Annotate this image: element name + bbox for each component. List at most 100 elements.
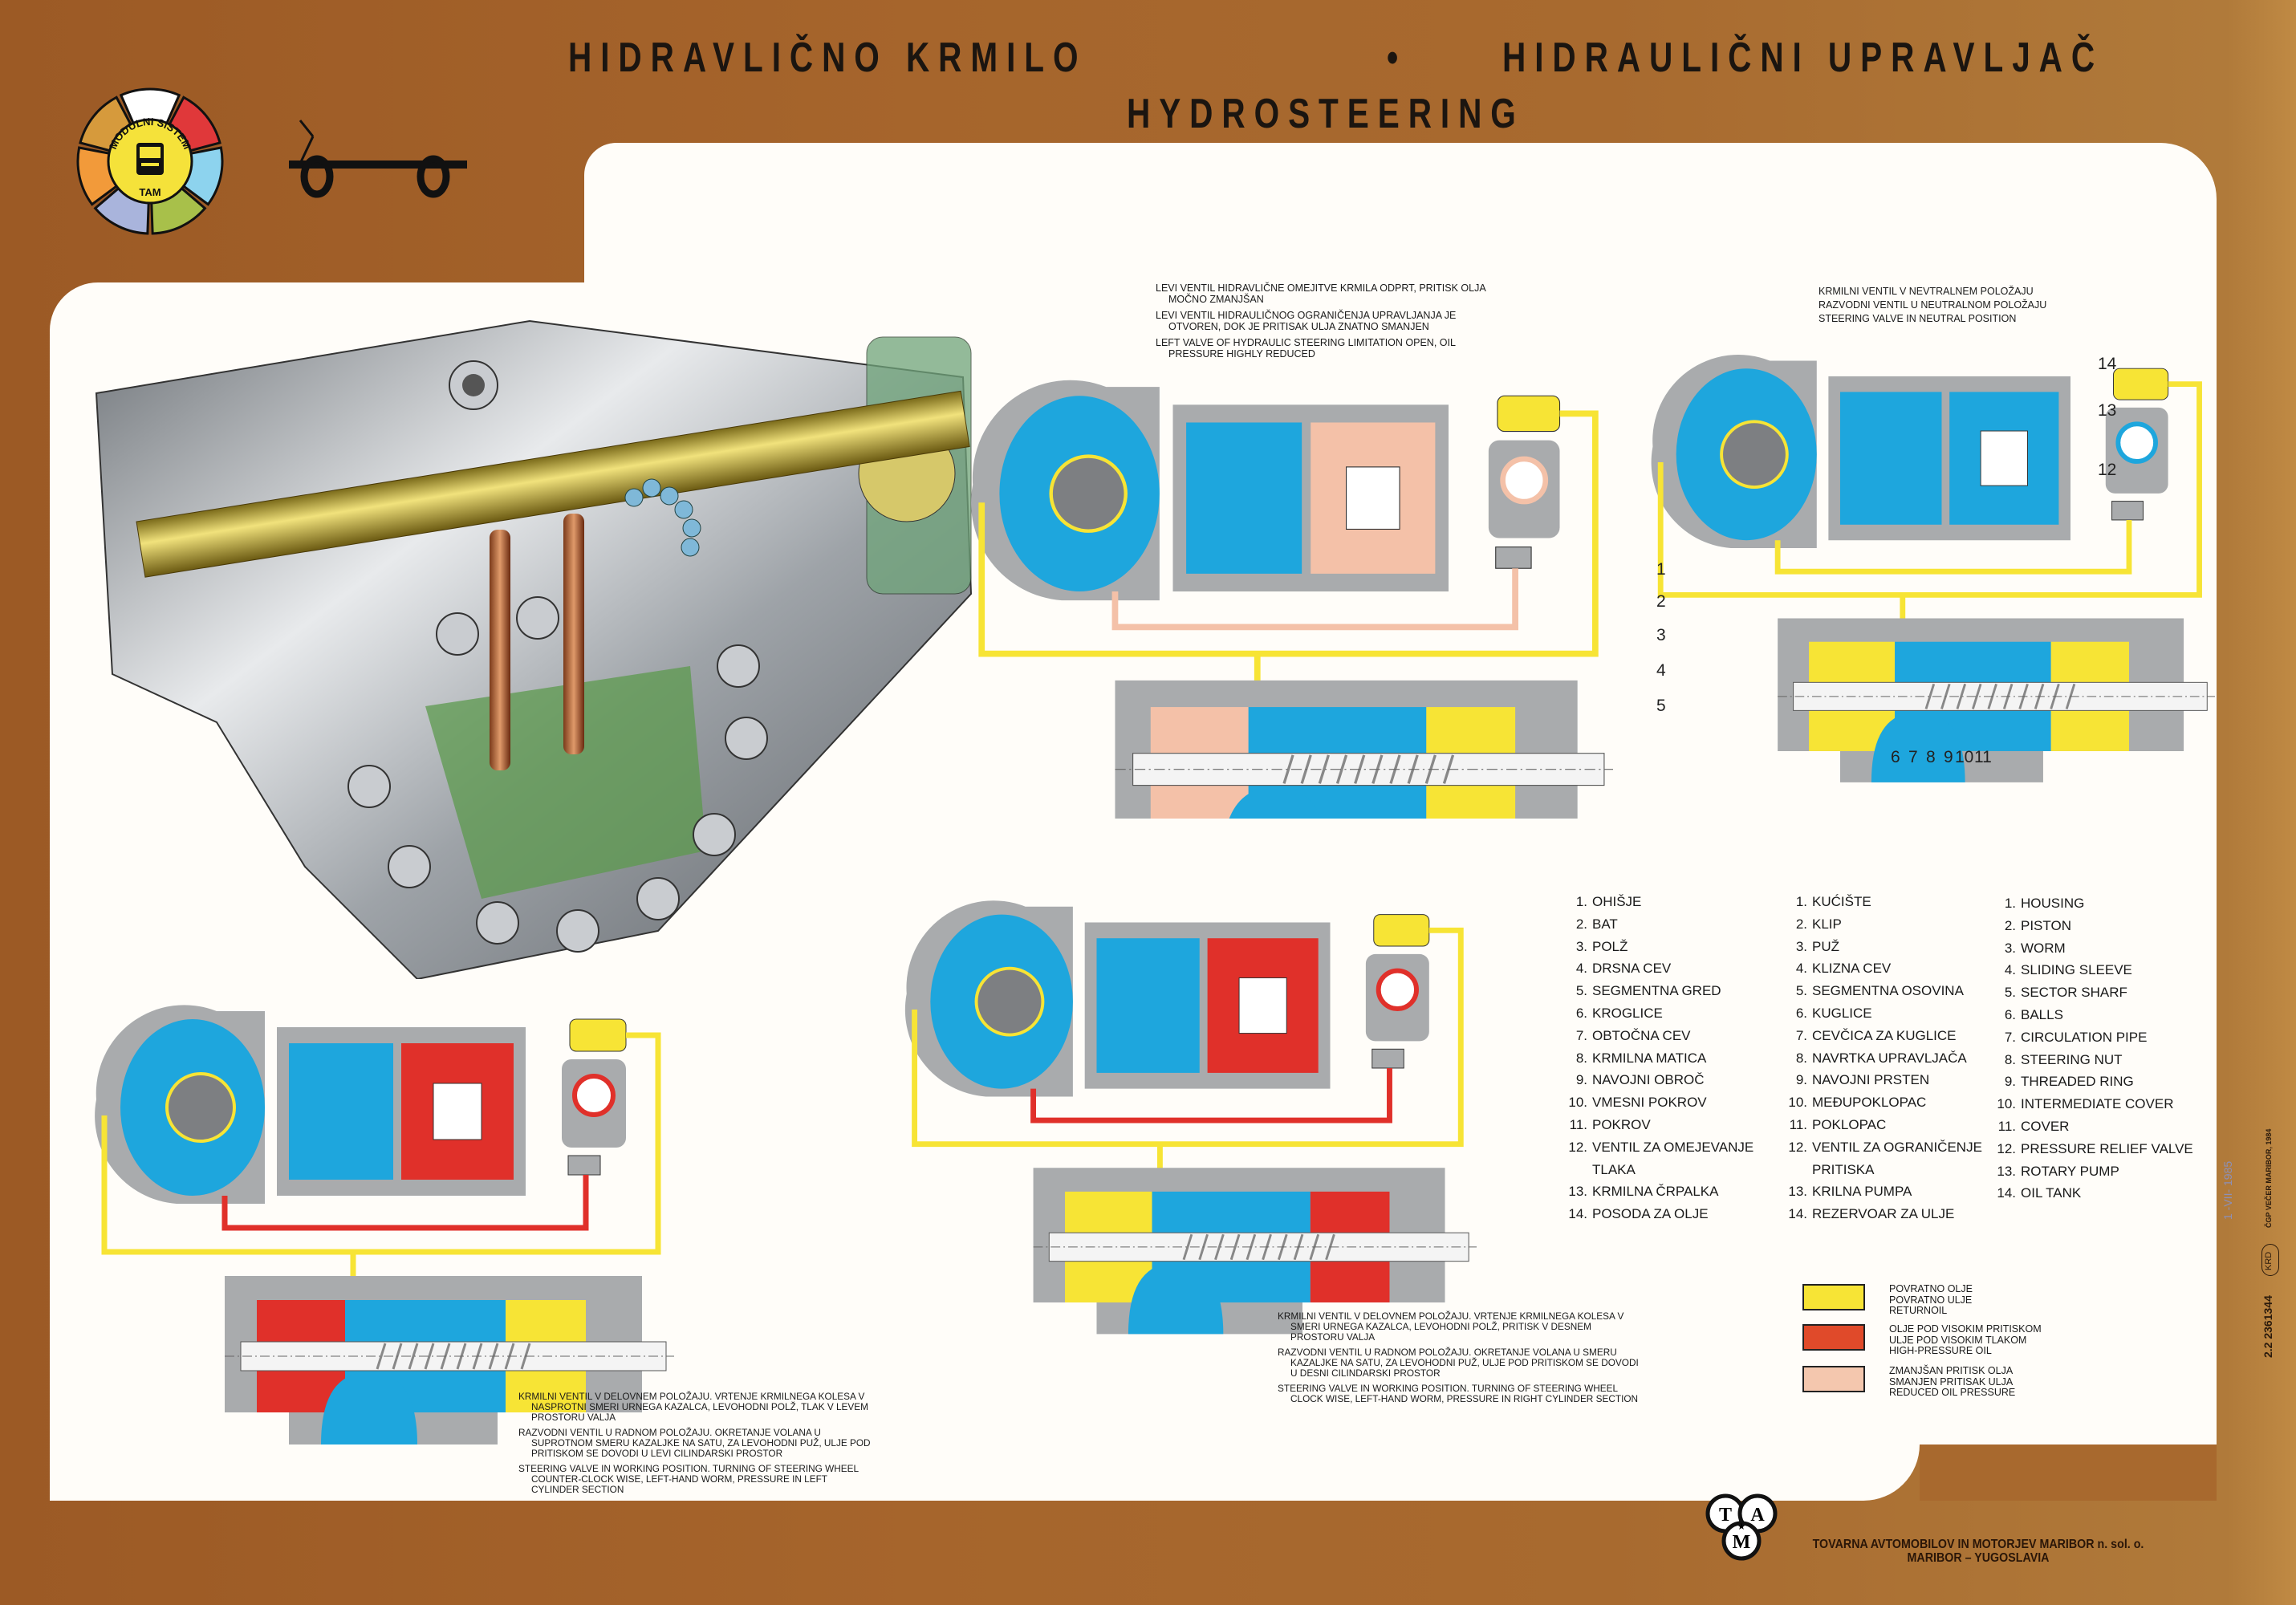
legend-label-en: REDUCED OIL PRESSURE (1889, 1387, 2016, 1398)
callout-12: 12 (2098, 461, 2117, 479)
part-label: NAVOJNI OBROČ (1592, 1072, 1705, 1088)
part-label: KRMILNA ČRPALKA (1592, 1184, 1719, 1200)
callout-5: 5 (1656, 697, 1666, 715)
part-item: 11.COVER (1989, 1119, 2193, 1141)
legend-label-en: RETURNOIL (1889, 1305, 1948, 1316)
catalog-code: 2.2 2361344 (2261, 1295, 2274, 1358)
part-item: 6.KROGLICE (1560, 1006, 1753, 1028)
desc-line-hr: LEVI VENTIL HIDRAULIČNOG OGRANIČENJA UPR… (1156, 310, 1457, 332)
callout-3: 3 (1656, 626, 1666, 644)
description-neutral: KRMILNI VENTIL V NEVTRALNEM POLOŽAJU RAZ… (1819, 286, 2123, 329)
part-label: POSODA ZA OLJE (1592, 1206, 1709, 1222)
part-number: 13. (1788, 1184, 1807, 1200)
received-stamp: 1 -VII- 1985 (2221, 1160, 2234, 1220)
part-label: BALLS (2021, 1006, 2063, 1022)
desc-line-en: STEERING VALVE IN WORKING POSITION. TURN… (1278, 1383, 1639, 1404)
desc-line-sl: KRMILNI VENTIL V DELOVNEM POLOŽAJU. VRTE… (1278, 1310, 1624, 1343)
part-label: PISTON (2021, 917, 2071, 933)
part-item: 3.PUŽ (1780, 939, 1982, 961)
part-number: 13. (1568, 1184, 1587, 1200)
part-number: 1. (1795, 894, 1807, 909)
part-label-continued: PRITISKA (1812, 1161, 1875, 1177)
part-number: 5. (1575, 983, 1587, 999)
pressure-relief-valve (1495, 547, 1532, 569)
relief-valve-rod-1 (490, 530, 510, 770)
part-item: 13.ROTARY PUMP (1989, 1164, 2193, 1186)
rotary-pump (2115, 421, 2158, 464)
callout-4: 4 (1656, 661, 1666, 680)
part-label: PUŽ (1812, 938, 1839, 954)
pressure-relief-valve (2111, 501, 2144, 521)
steering-gear-cutaway-illustration (95, 319, 973, 979)
part-label: SEGMENTNA GRED (1592, 983, 1721, 999)
tam-logo-m: M (1733, 1532, 1751, 1553)
part-number: 10. (1788, 1095, 1807, 1111)
part-item: 12.VENTIL ZA OGRANIČENJE (1780, 1140, 1982, 1162)
part-label: OHIŠJE (1592, 894, 1642, 909)
title-separator: • (1387, 35, 1408, 81)
worm-thread (424, 1343, 435, 1370)
return-pipe (912, 927, 1464, 1148)
callout-11: 11 (1974, 748, 1992, 766)
part-item: 1.HOUSING (1989, 896, 2193, 918)
desc-line-sl: KRMILNI VENTIL V NEVTRALNEM POLOŽAJU (1819, 286, 2034, 297)
rotary-pump (572, 1074, 616, 1117)
company-info: TOVARNA AVTOMOBILOV IN MOTORJEV MARIBOR … (1812, 1538, 2144, 1565)
part-item: 10.MEĐUPOKLOPAC (1780, 1095, 1982, 1117)
valve-cavity (1238, 977, 1287, 1034)
part-label: STEERING NUT (2021, 1051, 2123, 1067)
legend-label-hr: SMANJEN PRITISAK ULJA (1889, 1375, 2014, 1388)
return-pipe (1657, 381, 2202, 598)
part-number: 9. (1575, 1072, 1587, 1088)
part-label: KUGLICE (1812, 1005, 1872, 1021)
axle-icon (182, 146, 224, 206)
balls (624, 478, 701, 557)
callout-7: 7 (1908, 748, 1918, 766)
callout-2: 2 (1656, 592, 1666, 611)
part-label: WORM (2021, 940, 2066, 956)
part-number: 3. (1575, 938, 1587, 954)
part-item: 5.SEGMENTNA OSOVINA (1780, 983, 1982, 1006)
part-number: 6. (2004, 1006, 2016, 1022)
legend-reduced-pressure: ZMANJŠAN PRITISK OLJA SMANJEN PRITISAK U… (1802, 1365, 2016, 1399)
part-label: POKROV (1592, 1116, 1651, 1132)
diagram-counter-clockwise (95, 1005, 674, 1444)
control-valve-chamber (1096, 938, 1200, 1073)
part-number: 7. (1575, 1027, 1587, 1043)
rotary-valve-spool (165, 1072, 236, 1143)
krd-badge-text: KRD (2264, 1251, 2274, 1270)
diagram-group (971, 380, 1613, 819)
sector-shaft (1871, 712, 1965, 782)
bolts (347, 596, 768, 953)
part-number: 2. (1575, 916, 1587, 932)
part-item: 14.OIL TANK (1989, 1185, 2193, 1208)
part-number: 11. (1789, 1116, 1807, 1132)
sector-shaft (1229, 786, 1322, 819)
part-number: 2. (1795, 916, 1807, 932)
part-item: 11.POKLOPAC (1780, 1117, 1982, 1140)
part-item: 13. KRMILNA ČRPALKA (1560, 1184, 1753, 1206)
part-item: 12.PRESSURE RELIEF VALVE (1989, 1141, 2192, 1164)
diagram-pressure-limited (971, 380, 1613, 819)
sector-shaft (1128, 1262, 1224, 1335)
panel-corner-fill (1920, 1444, 2217, 1501)
part-label: SECTOR SHARF (2021, 985, 2127, 1001)
diagram-group (95, 1005, 674, 1444)
part-item: 10.VMESNI POKROV (1560, 1095, 1753, 1117)
rotary-valve-spool (974, 966, 1045, 1037)
part-label: KLIZNA CEV (1812, 961, 1892, 977)
legend-high-pressure: OLJE POD VISOKIM PRITISKOM ULJE POD VISO… (1802, 1323, 2042, 1357)
callout-13: 13 (2098, 401, 2117, 420)
part-number: 7. (2004, 1029, 2016, 1045)
part-item: 5. SEGMENTNA GRED (1560, 983, 1753, 1006)
part-item: 3.POLŽ (1560, 939, 1753, 961)
part-label: OBTOČNA CEV (1592, 1027, 1691, 1043)
pressure-relief-valve (567, 1155, 601, 1176)
worm-thread (1971, 683, 1982, 709)
part-label: THREADED RING (2021, 1074, 2134, 1090)
part-item: 8.STEERING NUT (1989, 1052, 2193, 1075)
relief-valve-rod-2 (563, 514, 584, 754)
worm-shaft (136, 390, 970, 578)
part-label: SLIDING SLEEVE (2021, 962, 2132, 978)
